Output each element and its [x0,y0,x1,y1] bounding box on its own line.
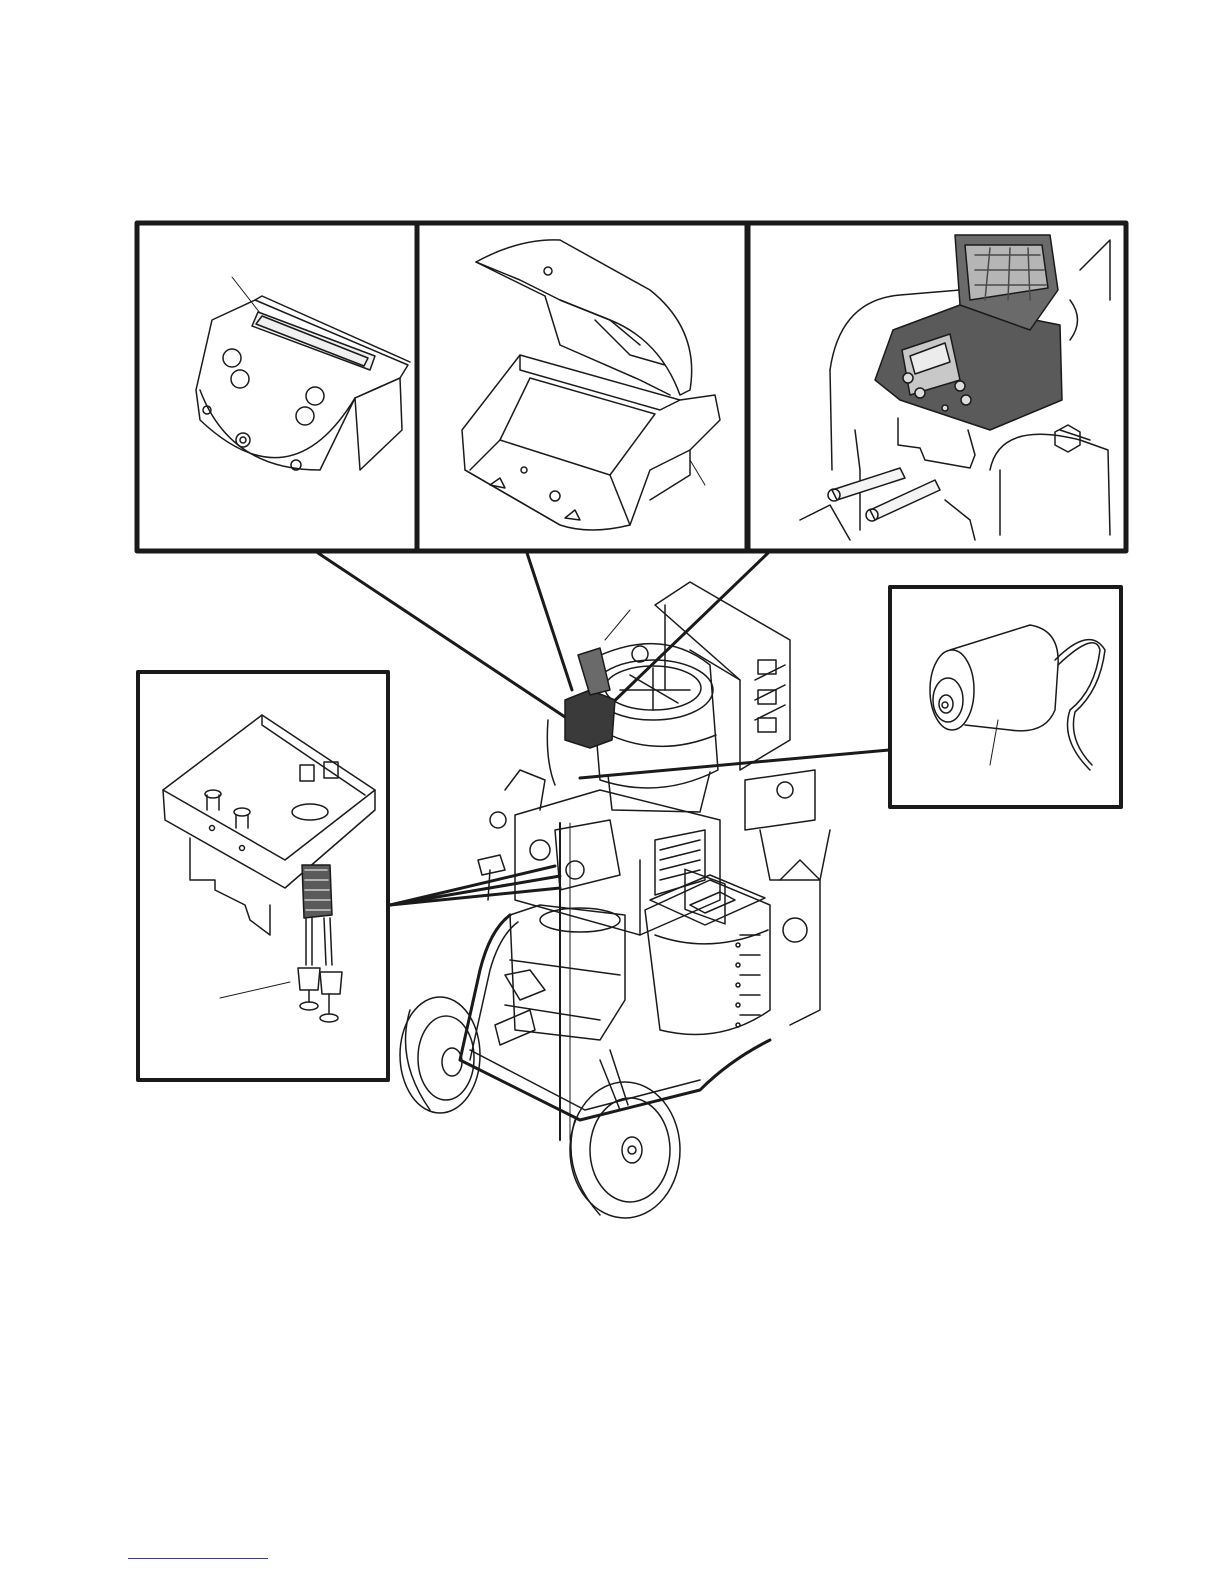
installed-display-drawing [800,235,1110,540]
panel-control-box [417,223,747,551]
panel-display-module [137,223,417,551]
left-wheel [400,997,480,1113]
footer-rule [128,1558,268,1559]
electrical-cabinet [655,582,790,924]
panel-temperature-sensor [890,587,1121,807]
control-box-leader [690,460,705,485]
right-wheel [570,1082,680,1218]
temperature-sensor-drawing [930,625,1105,770]
hopper-tank [645,875,770,1035]
pressure-transducer-bracket-drawing [163,715,375,1022]
display-module-drawing [196,296,410,470]
mounted-display [547,648,615,785]
lower-pumps [495,860,820,1045]
display-module-leader [232,277,260,313]
temperature-sensor-leader [990,720,998,765]
panel-pressure-transducer-bracket [138,672,388,1080]
panel-installed-display [748,223,1126,551]
cart-frame [460,915,770,1120]
control-box-drawing [462,240,720,530]
pressure-transducer-leader [220,982,290,998]
front-manifold [478,770,620,1140]
spray-rig-machine [400,582,830,1218]
